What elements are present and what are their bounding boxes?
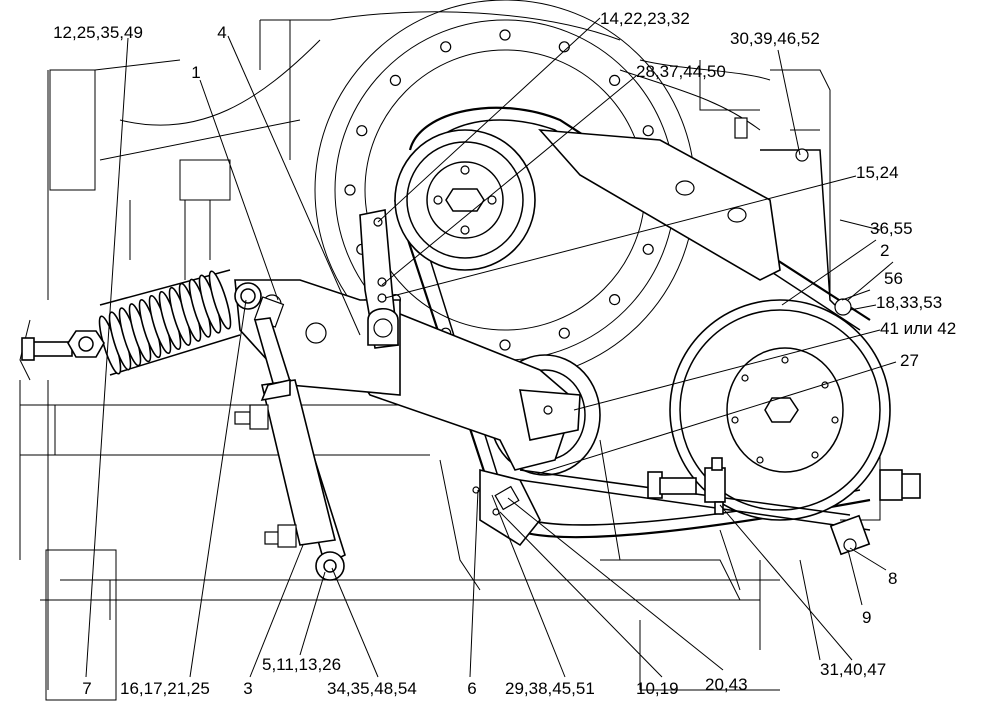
callout-36-55: 36,55 [870,219,913,238]
callout-34-35-48-54: 34,35,48,54 [327,679,417,698]
tension-spring [21,269,262,376]
callout-3: 3 [243,679,252,698]
callout-29-38-45-51: 29,38,45,51 [505,679,595,698]
spring-coil [208,270,232,330]
flywheel-bolt [389,74,401,87]
tension-screw [519,298,921,556]
callout-15-24: 15,24 [856,163,899,182]
callout-18-33-53: 18,33,53 [876,293,942,312]
callout-27: 27 [900,351,919,370]
flywheel-bolt [642,125,654,137]
callout-8: 8 [888,569,897,588]
upper-pulley [394,129,536,271]
callout-28-37-44-50: 28,37,44,50 [636,62,726,81]
callout-7: 7 [82,679,91,698]
frame-background [19,11,881,701]
large-pulley [669,299,891,521]
flywheel-bolt [608,74,621,87]
flywheel-bolt [558,327,570,339]
callout-labels: 12,25,35,49 4 1 14,22,23,32 28,37,44,50 … [53,9,956,698]
flywheel-bolt [344,184,356,196]
flywheel-bolt [499,29,511,41]
callout-12-25-35-49: 12,25,35,49 [53,23,143,42]
callout-6: 6 [467,679,476,698]
callout-31-40-47: 31,40,47 [820,660,886,679]
callout-1: 1 [191,63,200,82]
flywheel-bolt [499,339,511,351]
callout-30-39-46-52: 30,39,46,52 [730,29,820,48]
callout-20-43: 20,43 [705,675,748,694]
flywheel-bolt [642,243,654,255]
adjusting-rod [234,317,346,581]
callout-16-17-21-25: 16,17,21,25 [120,679,210,698]
leader-lines [85,17,897,678]
callout-56: 56 [884,269,903,288]
callout-9: 9 [862,608,871,627]
callout-4: 4 [217,23,226,42]
spring-coils [98,270,232,375]
flywheel-bolt [608,294,621,306]
callout-10-19: 10,19 [636,679,679,698]
callout-14-22-23-32: 14,22,23,32 [600,9,690,28]
callout-5-11-13-26: 5,11,13,26 [262,655,341,674]
callout-2: 2 [880,241,889,260]
flywheel-bolt [356,125,368,137]
flywheel-bolt [440,41,452,53]
callout-41-or-42: 41 или 42 [880,319,956,338]
